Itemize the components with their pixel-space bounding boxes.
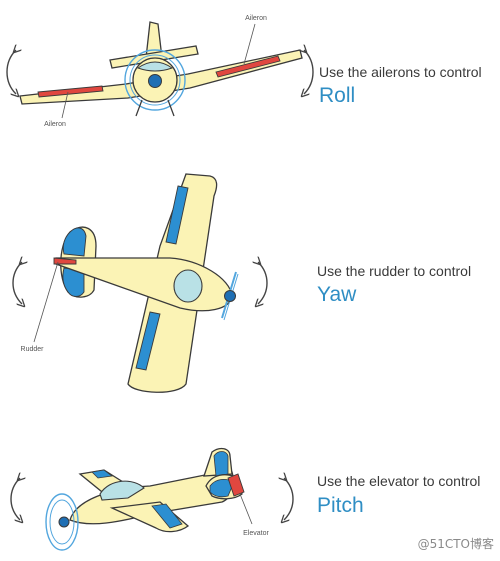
elevator-label: Elevator (243, 530, 269, 537)
yaw-arrow-right-icon (258, 262, 268, 304)
yaw-elevator-bottom (62, 267, 85, 297)
pitch-wing-lower-panel (151, 503, 183, 529)
yaw-airplane: Rudder (12, 173, 268, 393)
roll-gear-right (167, 99, 175, 117)
roll-spinner (148, 74, 162, 88)
roll-propeller-ring-inner (129, 54, 181, 106)
rudder-leader (33, 261, 59, 343)
pitch-arrow-right-icon (284, 478, 294, 520)
yaw-caption: Use the rudder to control (317, 263, 472, 279)
pitch-elevator (227, 473, 245, 497)
elevator-leader (239, 493, 253, 525)
yaw-axis-label: Yaw (317, 283, 357, 306)
pitch-propeller-ring-inner (49, 499, 75, 545)
roll-caption: Use the ailerons to control (319, 64, 482, 80)
pitch-fin-panel (213, 451, 229, 477)
pitch-wing-upper-panel (91, 469, 114, 479)
yaw-rudder (53, 257, 77, 265)
yaw-arrow-left-icon (12, 262, 22, 304)
roll-aileron-left-leader (61, 91, 69, 119)
aileron-label-right: Aileron (245, 15, 267, 22)
aileron-label-left: Aileron (44, 121, 66, 128)
roll-aileron-left (37, 85, 104, 98)
yaw-canopy (173, 269, 203, 303)
pitch-propeller-ring-outer (45, 493, 79, 551)
roll-gear-left (135, 99, 143, 117)
roll-arrow-left-icon (6, 50, 16, 94)
rudder-label: Rudder (21, 346, 45, 353)
watermark: @51CTO博客 (417, 537, 494, 551)
roll-axis-label: Roll (319, 84, 356, 107)
yaw-wing-panel-top (165, 185, 189, 245)
pitch-stabilizer-panel (209, 478, 235, 498)
roll-airplane: Aileron Aileron (6, 15, 314, 128)
pitch-airplane: Elevator (10, 447, 294, 551)
yaw-wing-panel-bottom (135, 311, 161, 371)
pitch-canopy (99, 480, 145, 501)
roll-aileron-right (215, 55, 281, 78)
roll-arrow-right-icon (304, 50, 314, 94)
yaw-elevator-top (62, 227, 87, 257)
pitch-spinner (58, 516, 70, 528)
roll-canopy (136, 61, 174, 72)
yaw-spinner (224, 290, 236, 302)
roll-stabilizer (109, 45, 199, 69)
roll-propeller-ring-outer (124, 49, 186, 111)
roll-aileron-right-leader (243, 23, 256, 65)
pitch-arrow-left-icon (10, 478, 20, 520)
pitch-caption: Use the elevator to control (317, 473, 481, 489)
pitch-axis-label: Pitch (317, 494, 364, 517)
